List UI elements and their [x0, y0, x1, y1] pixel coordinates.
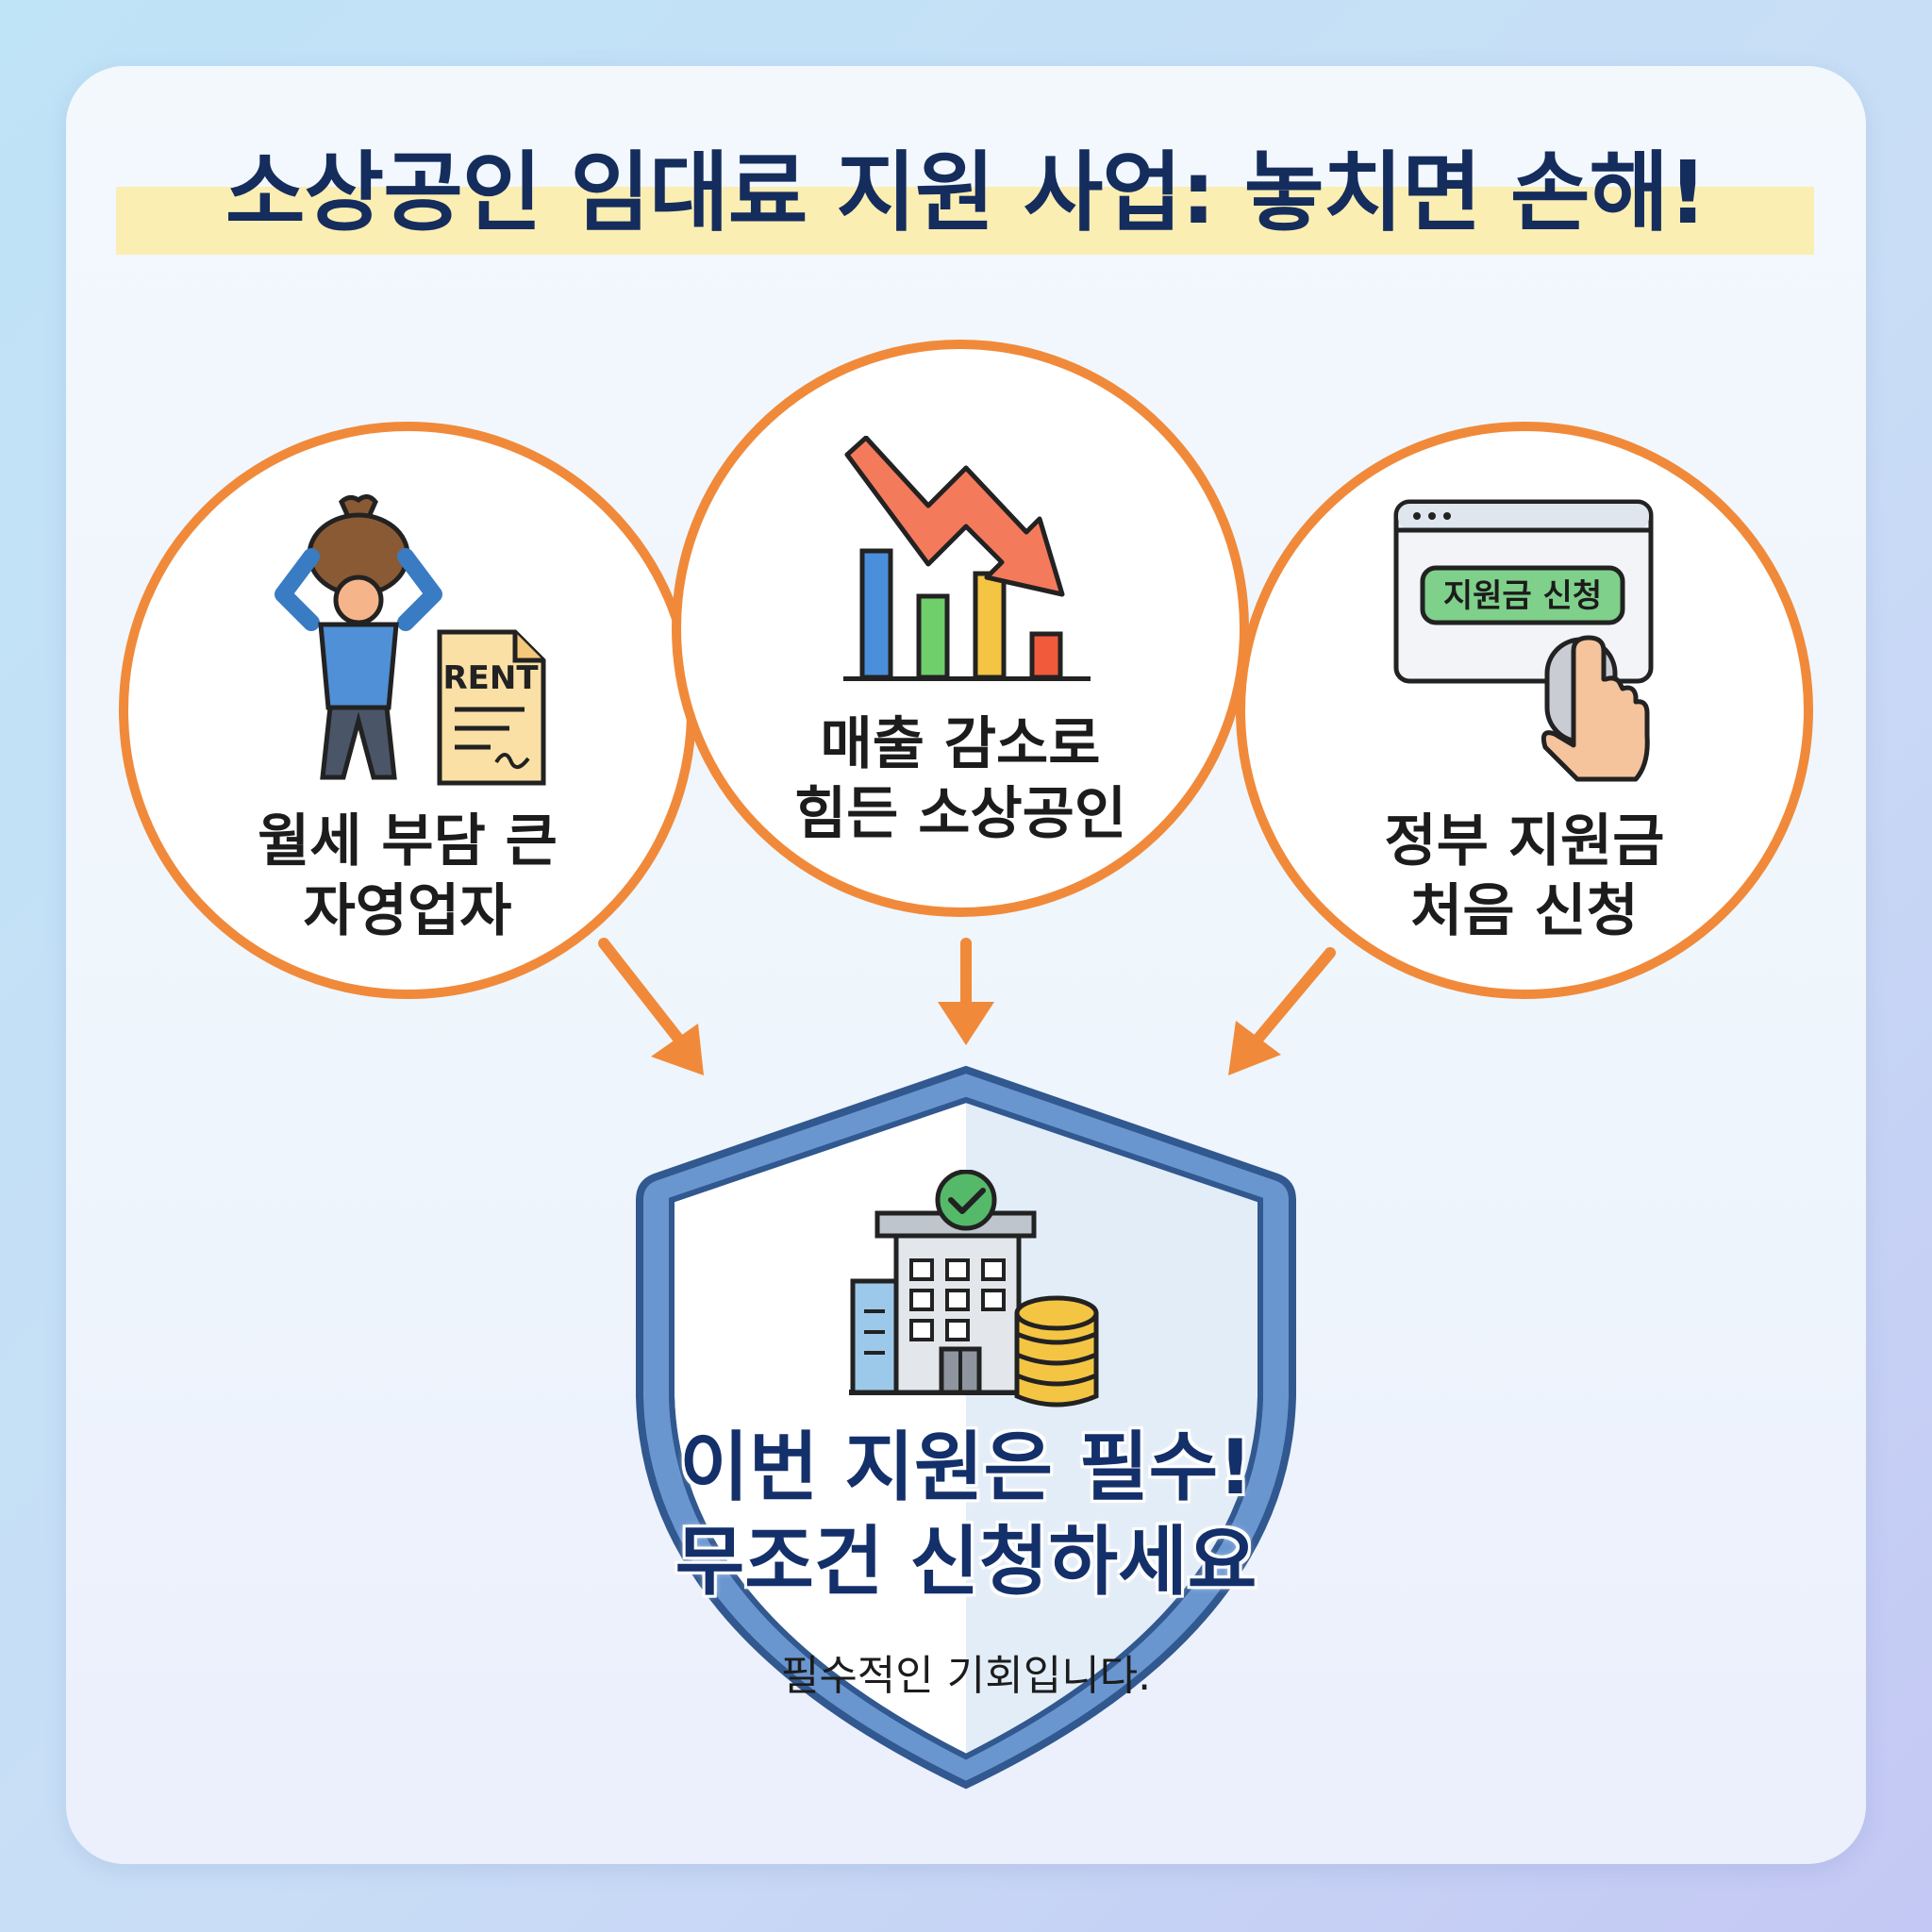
arrow-center-head — [938, 1002, 994, 1045]
rent-burden-icon: RENT — [275, 494, 546, 786]
circle-sales-decline — [672, 340, 1249, 917]
building-coins-check-icon — [849, 1170, 1099, 1407]
circle-label-rent-burden: 월세 부담 큰 자영업자 — [258, 808, 558, 944]
circle-label-sales-decline: 매출 감소로 힘든 소상공인 — [793, 711, 1127, 847]
apply-click-icon: 지원금 신청 — [1393, 499, 1654, 782]
arrow-right-head — [1228, 1021, 1281, 1075]
rent-label: RENT — [442, 659, 539, 697]
arrow-left-head — [651, 1024, 704, 1075]
arrow-left — [598, 938, 694, 1058]
shield-headline-line2: 무조건 신청하세요 — [675, 1518, 1257, 1606]
circle-label-first-application: 정부 지원금 처음 신청 — [1384, 808, 1665, 944]
circle-rent-burden — [119, 422, 696, 999]
page-title: 소상공인 임대료 지원 사업: 놓치면 손해! — [225, 142, 1707, 243]
title-highlight — [116, 187, 1814, 255]
sales-decline-chart-icon — [843, 436, 1091, 681]
shield-headline-line1: 이번 지원은 필수! — [679, 1424, 1253, 1511]
shield-icon — [636, 1065, 1296, 1790]
apply-button-label: 지원금 신청 — [1443, 577, 1602, 615]
arrow-right — [1241, 947, 1336, 1058]
shield-subtext: 필수적인 기회입니다. — [780, 1652, 1152, 1700]
